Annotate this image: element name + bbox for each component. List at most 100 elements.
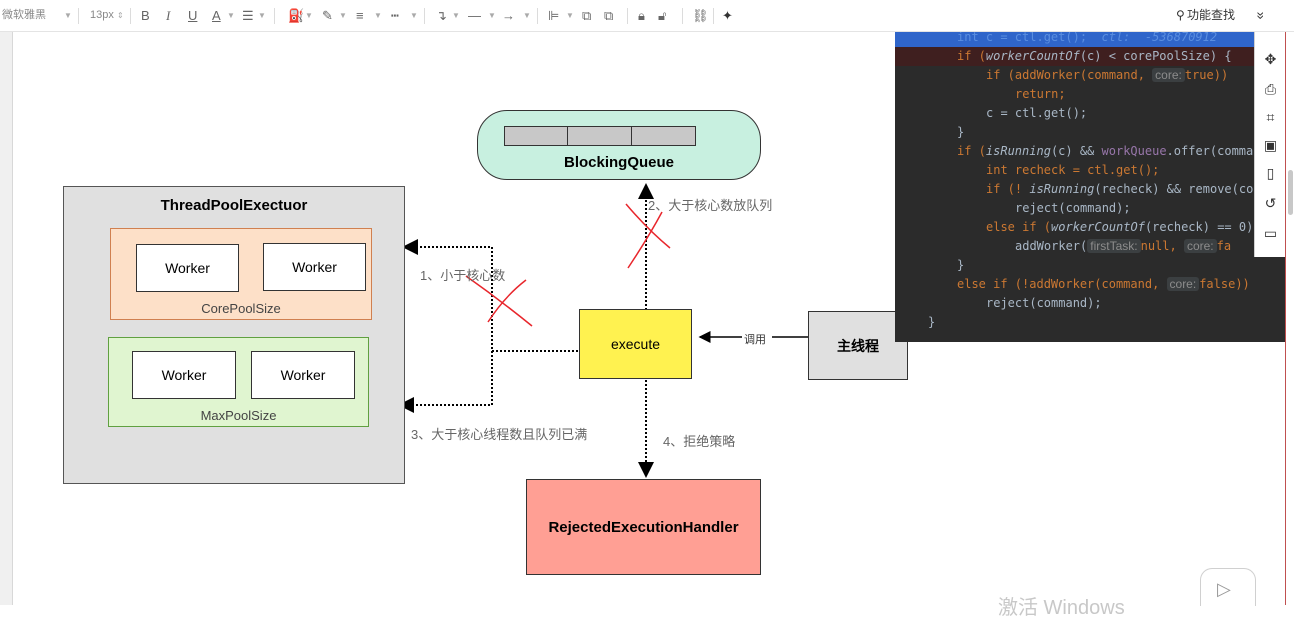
queue-slot [504, 126, 568, 146]
execute-label: execute [610, 336, 661, 352]
side-tool-strip: ✥ ⎙ ⌗ ▣ ▯ ↺ ▭ [1254, 32, 1286, 257]
code-line: else if (workerCountOf(recheck) == 0) [986, 220, 1254, 234]
max-pool-label: MaxPoolSize [200, 408, 277, 423]
play-icon: ▷ [1217, 579, 1231, 599]
note-less-than-core: 1、小于核心数 [420, 268, 506, 283]
lock-icon[interactable]: 🔒︎ [638, 8, 645, 23]
code-line: } [957, 258, 965, 272]
connector-icon[interactable]: ↴ [436, 8, 447, 23]
main-thread-node[interactable]: 主线程 [808, 311, 908, 380]
note-enqueue: 2、大于核心数放队列 [648, 198, 773, 213]
red-cross-1 [465, 275, 533, 327]
worker-label: Worker [165, 260, 210, 276]
toolbar-divider [537, 8, 538, 24]
line-style-icon[interactable]: ┅ [391, 8, 399, 23]
chevron-down-icon[interactable]: ▼ [566, 11, 574, 20]
rejected-handler-node[interactable]: RejectedExecutionHandler [526, 479, 761, 575]
underline-button[interactable]: U [188, 8, 198, 23]
arrow-end-icon[interactable]: → [502, 8, 515, 23]
line-weight-icon[interactable]: ≡ [356, 8, 364, 23]
queue-slot [631, 126, 696, 146]
line-start-icon[interactable]: — [468, 8, 481, 23]
worker-node[interactable]: Worker [132, 351, 236, 399]
chevron-down-icon[interactable]: ▼ [410, 11, 418, 20]
comment-icon[interactable]: ▭ [1263, 225, 1278, 241]
bring-front-icon[interactable]: ⧉ [582, 8, 592, 23]
chevron-down-icon[interactable]: ▼ [523, 11, 531, 20]
worker-node[interactable]: Worker [136, 244, 239, 292]
stepper-icon[interactable]: ⇕ [117, 11, 124, 20]
queue-slot [567, 126, 632, 146]
code-line: int recheck = ctl.get(); [986, 163, 1160, 177]
code-line: if (! isRunning(recheck) && remove(co [986, 182, 1254, 196]
activation-watermark: 激活 Windows [998, 597, 1125, 619]
worker-node[interactable]: Worker [251, 351, 355, 399]
magic-wand-icon[interactable]: ✦ [722, 8, 733, 23]
crosshair-icon[interactable]: ✥ [1264, 51, 1277, 67]
left-ruler [0, 32, 13, 605]
code-line: if (addWorker(command, core:true)) [986, 68, 1229, 82]
send-back-icon[interactable]: ⧉ [604, 8, 614, 23]
font-color-button[interactable]: A [212, 8, 221, 23]
font-size-select[interactable]: 13px [90, 9, 114, 21]
crop-icon[interactable]: ⌗ [1266, 109, 1275, 125]
code-line: } [957, 125, 965, 139]
note-queue-full: 3、大于核心线程数且队列已满 [411, 427, 588, 442]
history-icon[interactable]: ↺ [1264, 195, 1277, 211]
unlock-icon[interactable]: 🔓︎ [658, 8, 667, 23]
search-icon[interactable]: ⚲ [1176, 8, 1185, 22]
chevron-down-icon[interactable]: ▼ [339, 11, 347, 20]
align-icon[interactable]: ☰ [242, 8, 254, 23]
thread-pool-label: ThreadPoolExectuor [160, 197, 308, 214]
font-family-select[interactable]: 微软雅黑 [2, 9, 46, 21]
code-panel[interactable]: int c = ctl.get(); ctl: -536870912 if (w… [895, 32, 1285, 342]
file-icon[interactable]: ▯ [1266, 165, 1275, 181]
chevron-down-icon[interactable]: ▼ [452, 11, 460, 20]
toolbar-divider [130, 8, 131, 24]
floating-play-widget[interactable]: ▷ [1200, 568, 1256, 606]
pen-icon[interactable]: ✎ [322, 8, 333, 23]
fill-bucket-icon[interactable]: ⛽ [288, 8, 305, 23]
page-margin-line [1285, 32, 1286, 605]
toolbar-divider [78, 8, 79, 24]
code-line: addWorker(firstTask:null, core:fa [1015, 239, 1232, 253]
connector-max [398, 351, 493, 413]
code-line: int c = ctl.get(); ctl: -536870912 [895, 32, 1255, 47]
code-line: reject(command); [1015, 201, 1131, 215]
chevron-down-icon[interactable]: ▼ [374, 11, 382, 20]
code-line: } [928, 315, 936, 329]
chevron-down-icon[interactable]: ▼ [258, 11, 266, 20]
italic-button[interactable]: I [166, 8, 171, 23]
align-left-icon[interactable]: ⊫ [548, 8, 560, 23]
toolbar-divider [424, 8, 425, 24]
code-line: reject(command); [986, 296, 1102, 310]
rejected-handler-label: RejectedExecutionHandler [548, 518, 739, 536]
code-line: c = ctl.get(); [986, 106, 1088, 120]
worker-label: Worker [161, 367, 207, 383]
chevron-down-icon[interactable]: ▼ [488, 11, 496, 20]
feature-search-button[interactable]: 功能查找 [1187, 8, 1236, 22]
image-icon[interactable]: ⎙ [1264, 81, 1277, 97]
copy-icon[interactable]: ▣ [1263, 137, 1278, 153]
bold-button[interactable]: B [141, 8, 150, 23]
core-pool-label: CorePoolSize [201, 301, 281, 316]
chevron-down-icon[interactable]: ▼ [64, 11, 72, 20]
toolbar-divider [274, 8, 275, 24]
worker-node[interactable]: Worker [263, 243, 366, 291]
link-icon[interactable]: ⛓ [692, 8, 709, 23]
execute-node[interactable]: execute [579, 309, 692, 379]
chevron-down-icon[interactable]: ▼ [227, 11, 235, 20]
note-reject-policy: 4、拒绝策略 [663, 434, 736, 449]
red-cross-2 [625, 203, 671, 269]
blocking-queue-label: BlockingQueue [563, 154, 675, 171]
vertical-scrollbar[interactable] [1288, 170, 1293, 215]
invoke-label: 调用 [744, 331, 766, 347]
code-line: if (workerCountOf(c) < corePoolSize) { [895, 47, 1255, 66]
code-line: return; [1015, 87, 1066, 101]
toolbar-divider [627, 8, 628, 24]
toolbar-divider [682, 8, 683, 24]
chevron-down-icon[interactable]: ▼ [305, 11, 313, 20]
connectors-layer [170, 183, 808, 478]
main-thread-label: 主线程 [837, 337, 879, 354]
worker-label: Worker [292, 259, 337, 275]
